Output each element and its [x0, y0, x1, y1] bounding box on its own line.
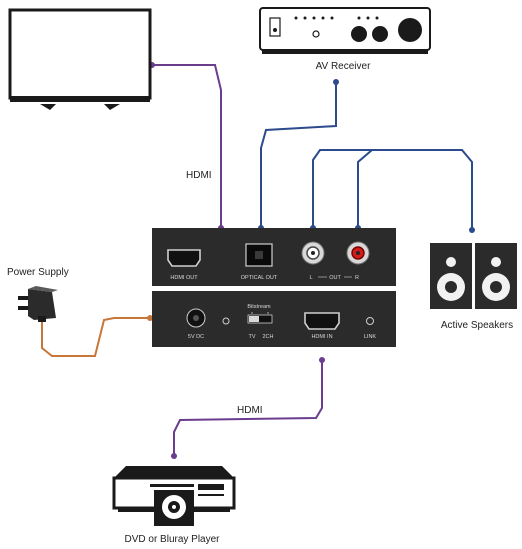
led-indicator-right: [366, 317, 374, 325]
rca-left-label: L: [309, 275, 312, 281]
rca-right-label: R: [355, 275, 359, 281]
hdmi-cable-dvd-connector: [319, 357, 325, 363]
optical-cable-receiver-end: [333, 79, 339, 85]
power-jack-label: 5V DC: [188, 334, 204, 340]
extractor-rear-panel: 5V DC Bitstream TV 2CH HDMI IN LINK: [152, 291, 396, 347]
bitstream-label: Bitstream: [247, 304, 271, 310]
led-indicator-left: [222, 317, 230, 325]
hdmi-cable-dvd: [173, 360, 323, 456]
av-receiver-label: AV Receiver: [316, 61, 372, 72]
hdmi-top-label: HDMI: [186, 170, 212, 181]
power-cable: [41, 317, 150, 357]
audio-cable-left: [312, 149, 473, 230]
extractor-front-panel: HDMI OUT OPTICAL OUT L OUT R: [152, 228, 396, 286]
disc-icon: [154, 490, 194, 526]
hdmi-out-port: [167, 249, 201, 267]
av-receiver-icon: [259, 7, 431, 54]
tv-icon: [8, 8, 152, 110]
active-speakers-label: Active Speakers: [441, 320, 513, 331]
power-cable-connector: [147, 315, 153, 321]
hdmi-out-label: HDMI OUT: [170, 275, 198, 281]
optical-out-label: OPTICAL OUT: [241, 275, 278, 281]
dvd-player-label: DVD or Bluray Player: [124, 534, 220, 545]
speaker-right-icon: [475, 243, 517, 309]
rca-left-port: [301, 241, 325, 265]
power-jack: [186, 308, 206, 328]
switch-tv-label: TV: [248, 334, 255, 340]
power-supply-label: Power Supply: [7, 267, 69, 278]
hdmi-in-label: HDMI IN: [311, 334, 332, 340]
bitstream-switch: [247, 312, 273, 324]
rca-out-label: OUT: [329, 275, 341, 281]
hdmi-in-port: [304, 312, 340, 330]
led-label: LINK: [364, 334, 377, 340]
power-adapter-icon: [18, 286, 58, 322]
optical-cable: [260, 82, 337, 228]
switch-2ch-label: 2CH: [262, 334, 273, 340]
hdmi-cable-tv: [152, 64, 222, 228]
rca-right-port: [346, 241, 370, 265]
hdmi-bottom-label: HDMI: [237, 405, 263, 416]
hdmi-cable-dvd-end: [171, 453, 177, 459]
speaker-left-icon: [430, 243, 472, 309]
audio-cable-right: [357, 149, 373, 228]
audio-cable-speaker-end: [469, 227, 475, 233]
